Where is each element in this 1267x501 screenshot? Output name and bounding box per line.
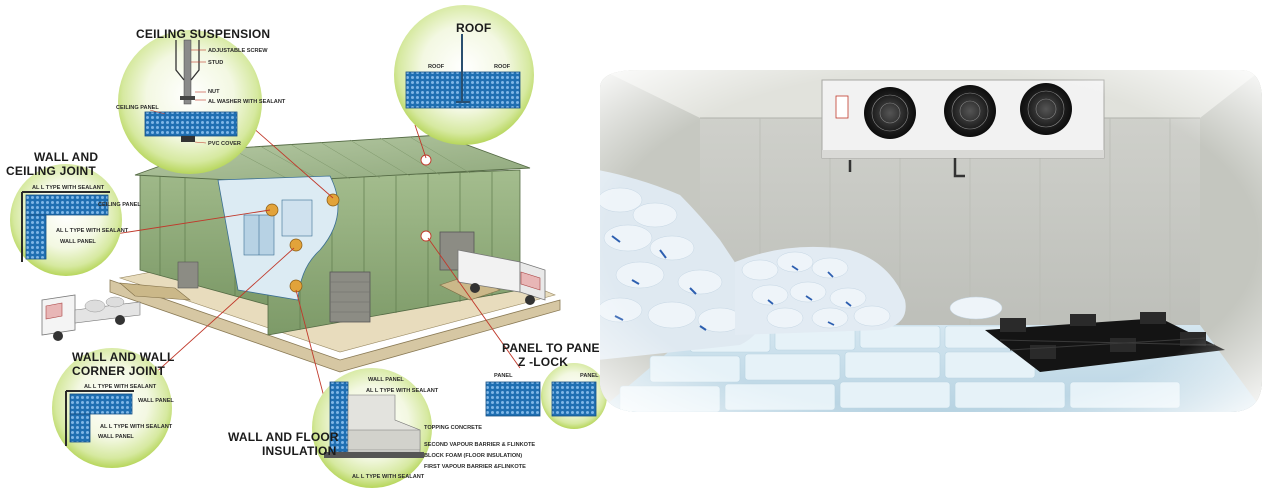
wall-floor-title-1: WALL AND FLOOR <box>228 430 339 444</box>
panel-label-2: PANEL <box>580 373 599 379</box>
callout-wall-wall-joint: WALL AND WALL CORNER JOINT AL L TYPE WIT… <box>52 348 175 468</box>
wall-wall-title-2: CORNER JOINT <box>72 364 166 378</box>
wall-ceiling-label-2: CEILING PANEL <box>98 202 141 208</box>
ceiling-label-3: NUT <box>208 89 220 95</box>
wall-wall-title-1: WALL AND WALL <box>72 350 175 364</box>
wall-floor-title-2: INSULATION <box>262 444 336 458</box>
truck-right <box>457 249 546 305</box>
panel-title-1: PANEL TO PANEL <box>502 341 607 355</box>
wall-floor-label-5: BLOCK FOAM (FLOOR INSULATION) <box>424 453 522 459</box>
wall-ceiling-title-1: WALL AND <box>34 150 98 164</box>
detail-marker-5 <box>420 154 432 166</box>
wall-ceiling-label-4: WALL PANEL <box>60 239 96 245</box>
wall-ceiling-title-2: CEILING JOINT <box>6 164 96 178</box>
callout-ceiling-suspension: CEILING SUSPENSION ADJUSTABLE SCREW STUD… <box>116 27 286 174</box>
wall-ceiling-label-1: AL L TYPE WITH SEALANT <box>32 185 105 191</box>
callout-panel-to-panel: PANEL TO PANEL Z -LOCK PANEL PANEL <box>485 341 607 429</box>
wall-wall-label-1: AL L TYPE WITH SEALANT <box>84 384 157 390</box>
panel-label-1: PANEL <box>494 373 513 379</box>
wall-floor-label-6: FIRST VAPOUR BARRIER &FLINKOTE <box>424 464 526 470</box>
ceiling-label-6: PVC COVER <box>208 141 241 147</box>
detail-marker-3 <box>289 279 303 293</box>
detail-marker-1 <box>265 203 279 217</box>
wall-wall-label-2: WALL PANEL <box>138 398 174 404</box>
ground-slab <box>109 279 561 373</box>
ceiling-label-5: CEILING PANEL <box>116 105 159 111</box>
wall-floor-label-3: TOPPING CONCRETE <box>424 425 482 431</box>
wall-floor-label-4: SECOND VAPOUR BARRIER & FLINKOTE <box>424 442 535 448</box>
detail-marker-4 <box>326 193 340 207</box>
ceiling-label-4: AL WASHER WITH SEALANT <box>208 99 286 105</box>
wall-ceiling-label-3: AL L TYPE WITH SEALANT <box>56 228 129 234</box>
warehouse-illustration <box>41 134 561 373</box>
truck-left <box>41 294 141 341</box>
roof-label-1: ROOF <box>428 64 445 70</box>
wall-wall-label-4: WALL PANEL <box>98 434 134 440</box>
ceiling-suspension-title: CEILING SUSPENSION <box>136 27 270 41</box>
callout-wall-ceiling-joint: WALL AND CEILING JOINT AL L TYPE WITH SE… <box>6 150 141 276</box>
roof-title: ROOF <box>456 21 491 35</box>
wall-floor-label-7: AL L TYPE WITH SEALANT <box>352 474 425 480</box>
callout-wall-floor: WALL AND FLOOR INSULATION WALL PANEL AL … <box>228 368 535 488</box>
wall-floor-label-1: WALL PANEL <box>368 377 404 383</box>
cold-room-photo <box>600 70 1262 412</box>
ceiling-label-1: ADJUSTABLE SCREW <box>208 48 268 54</box>
dock-door-left <box>177 261 199 289</box>
roof-label-2: ROOF <box>494 64 511 70</box>
callout-roof: ROOF ROOF ROOF <box>394 5 534 145</box>
wall-wall-label-3: AL L TYPE WITH SEALANT <box>100 424 173 430</box>
ceiling-label-2: STUD <box>208 60 223 66</box>
dock-door-front <box>329 271 371 323</box>
panel-title-2: Z -LOCK <box>518 355 568 369</box>
wall-floor-label-2: AL L TYPE WITH SEALANT <box>366 388 439 394</box>
detail-marker-2 <box>289 238 303 252</box>
